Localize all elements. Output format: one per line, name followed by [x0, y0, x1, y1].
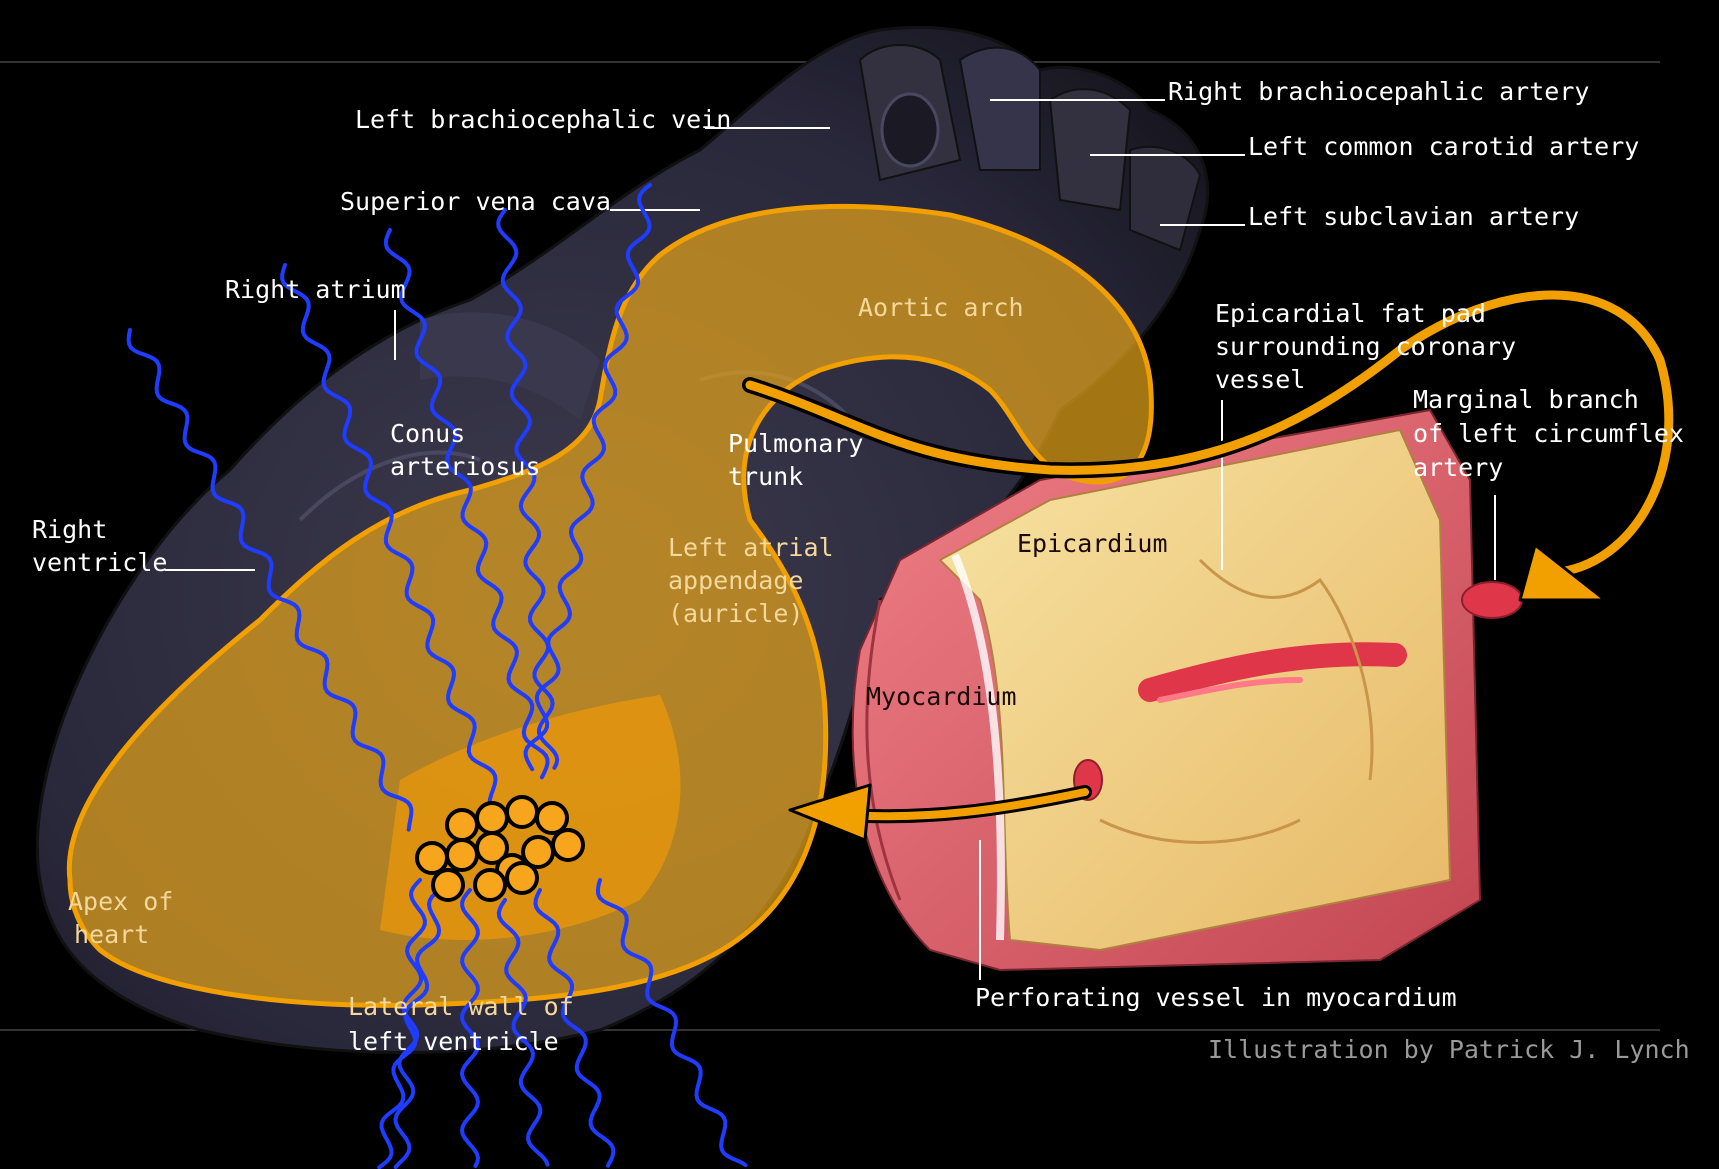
- particle-6: [447, 840, 477, 870]
- particle-9: [553, 830, 583, 860]
- particle-5: [417, 843, 447, 873]
- label-marginal-branch-3: artery: [1413, 453, 1503, 482]
- label-left-brachiocephalic-vein: Left brachiocephalic vein: [355, 105, 731, 134]
- label-conus-arteriosus-2: arteriosus: [390, 452, 541, 481]
- label-left-subclavian-artery: Left subclavian artery: [1248, 202, 1579, 231]
- label-right-ventricle-1: Right: [32, 515, 107, 544]
- label-left-common-carotid-artery: Left common carotid artery: [1248, 132, 1639, 161]
- label-apex-of-heart-1: Apex of: [68, 887, 173, 916]
- particle-1: [447, 810, 477, 840]
- label-left-atrial-appendage-3: (auricle): [668, 599, 803, 628]
- particle-4: [537, 803, 567, 833]
- label-perforating-vessel: Perforating vessel in myocardium: [975, 983, 1457, 1012]
- label-right-atrium: Right atrium: [225, 275, 406, 304]
- label-right-ventricle-2: ventricle: [32, 548, 167, 577]
- label-apex-of-heart-2: heart: [74, 920, 149, 949]
- label-left-atrial-appendage-1: Left atrial: [668, 533, 834, 562]
- label-pulmonary-trunk-2: trunk: [728, 462, 803, 491]
- illustration-credit: Illustration by Patrick J. Lynch: [1208, 1035, 1690, 1064]
- label-aortic-arch: Aortic arch: [858, 293, 1024, 322]
- label-conus-arteriosus-1: Conus: [390, 419, 465, 448]
- label-epicardial-fat-pad-2: surrounding coronary: [1215, 332, 1516, 361]
- label-myocardium: Myocardium: [866, 682, 1017, 711]
- label-right-brachiocephalic-artery: Right brachiocepahlic artery: [1168, 77, 1589, 106]
- label-marginal-branch-1: Marginal branch: [1413, 385, 1639, 414]
- label-lateral-wall-2: left ventricle: [348, 1027, 559, 1056]
- particle-12: [475, 870, 505, 900]
- label-left-atrial-appendage-2: appendage: [668, 566, 803, 595]
- particle-11: [433, 870, 463, 900]
- label-epicardium: Epicardium: [1017, 529, 1168, 558]
- label-pulmonary-trunk-1: Pulmonary: [728, 429, 863, 458]
- particle-3: [507, 797, 537, 827]
- label-lateral-wall-1: Lateral wall of: [348, 992, 574, 1021]
- particle-13: [507, 863, 537, 893]
- label-superior-vena-cava: Superior vena cava: [340, 187, 611, 216]
- label-epicardial-fat-pad-1: Epicardial fat pad: [1215, 299, 1486, 328]
- label-marginal-branch-2: of left circumflex: [1413, 419, 1684, 448]
- particle-2: [477, 803, 507, 833]
- label-epicardial-fat-pad-3: vessel: [1215, 365, 1305, 394]
